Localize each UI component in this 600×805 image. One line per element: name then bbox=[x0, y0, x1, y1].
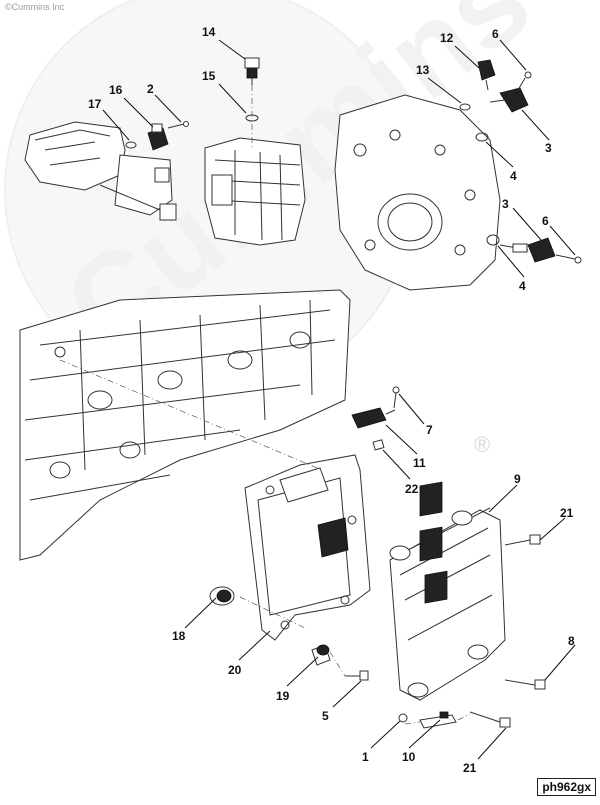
callout-12: 12 bbox=[440, 31, 454, 45]
callout-16: 16 bbox=[109, 83, 123, 97]
capscrew-5 bbox=[345, 670, 369, 681]
callout-15: 15 bbox=[202, 69, 216, 83]
speed-sensor-3-upper bbox=[489, 87, 529, 113]
callout-20: 20 bbox=[228, 663, 242, 677]
pressure-sensor-16 bbox=[147, 123, 169, 151]
callout-18: 18 bbox=[172, 629, 186, 643]
callout-2: 2 bbox=[147, 82, 154, 96]
callout-8: 8 bbox=[568, 634, 575, 648]
callout-17: 17 bbox=[88, 97, 102, 111]
callout-9: 9 bbox=[514, 472, 521, 486]
speed-sensor-12 bbox=[477, 59, 496, 91]
capscrew-6-upper bbox=[517, 71, 532, 91]
sensor-11 bbox=[351, 407, 396, 429]
engine-block bbox=[19, 289, 351, 561]
callout-10: 10 bbox=[402, 750, 416, 764]
nut-1 bbox=[398, 713, 408, 723]
callout-22: 22 bbox=[405, 482, 419, 496]
o-ring-17 bbox=[125, 141, 137, 149]
registered-mark: ® bbox=[474, 432, 490, 457]
callout-7: 7 bbox=[426, 423, 433, 437]
callout-13: 13 bbox=[416, 63, 430, 77]
o-ring-4-upper bbox=[475, 132, 489, 142]
callout-19: 19 bbox=[276, 689, 290, 703]
capscrew-7 bbox=[392, 386, 400, 409]
ecm-cooling-plate bbox=[244, 454, 371, 641]
callout-14: 14 bbox=[202, 25, 216, 39]
capscrew-6-lower bbox=[555, 254, 582, 264]
callout-6-upper: 6 bbox=[492, 27, 499, 41]
ecm-module bbox=[389, 481, 506, 701]
o-ring-13 bbox=[459, 103, 471, 111]
callout-11: 11 bbox=[413, 456, 426, 470]
capscrew-21-upper bbox=[504, 534, 541, 546]
bracket-10 bbox=[419, 711, 457, 729]
valve-housing bbox=[204, 137, 306, 246]
isolator-19 bbox=[311, 644, 331, 666]
gasket-22 bbox=[372, 439, 385, 451]
capscrew-21-lower bbox=[469, 711, 511, 728]
callout-3-upper: 3 bbox=[545, 141, 552, 155]
fuel-pump-housing bbox=[24, 121, 177, 221]
capscrew-2 bbox=[167, 121, 189, 129]
callout-6-lower: 6 bbox=[542, 214, 549, 228]
callout-leaders bbox=[102, 39, 576, 760]
callout-21-lower: 21 bbox=[463, 761, 477, 775]
capscrew-8 bbox=[504, 679, 546, 690]
callout-5: 5 bbox=[322, 709, 329, 723]
speed-sensor-3-lower bbox=[499, 237, 556, 263]
o-ring-4-lower bbox=[486, 234, 500, 246]
callout-21-upper: 21 bbox=[560, 506, 574, 520]
figure-id-label: ph962gx bbox=[537, 778, 596, 796]
sensor-14 bbox=[244, 57, 260, 85]
callout-4-upper: 4 bbox=[510, 169, 517, 183]
gear-housing bbox=[334, 94, 501, 291]
copyright-notice: ©Cummins Inc bbox=[5, 2, 65, 12]
callout-4-lower: 4 bbox=[519, 279, 526, 293]
callout-labels: 14 15 16 2 17 12 6 13 3 4 3 6 4 7 11 22 … bbox=[88, 25, 575, 775]
isolator-18 bbox=[209, 586, 235, 606]
callout-3-lower: 3 bbox=[502, 197, 509, 211]
callout-1: 1 bbox=[362, 750, 369, 764]
